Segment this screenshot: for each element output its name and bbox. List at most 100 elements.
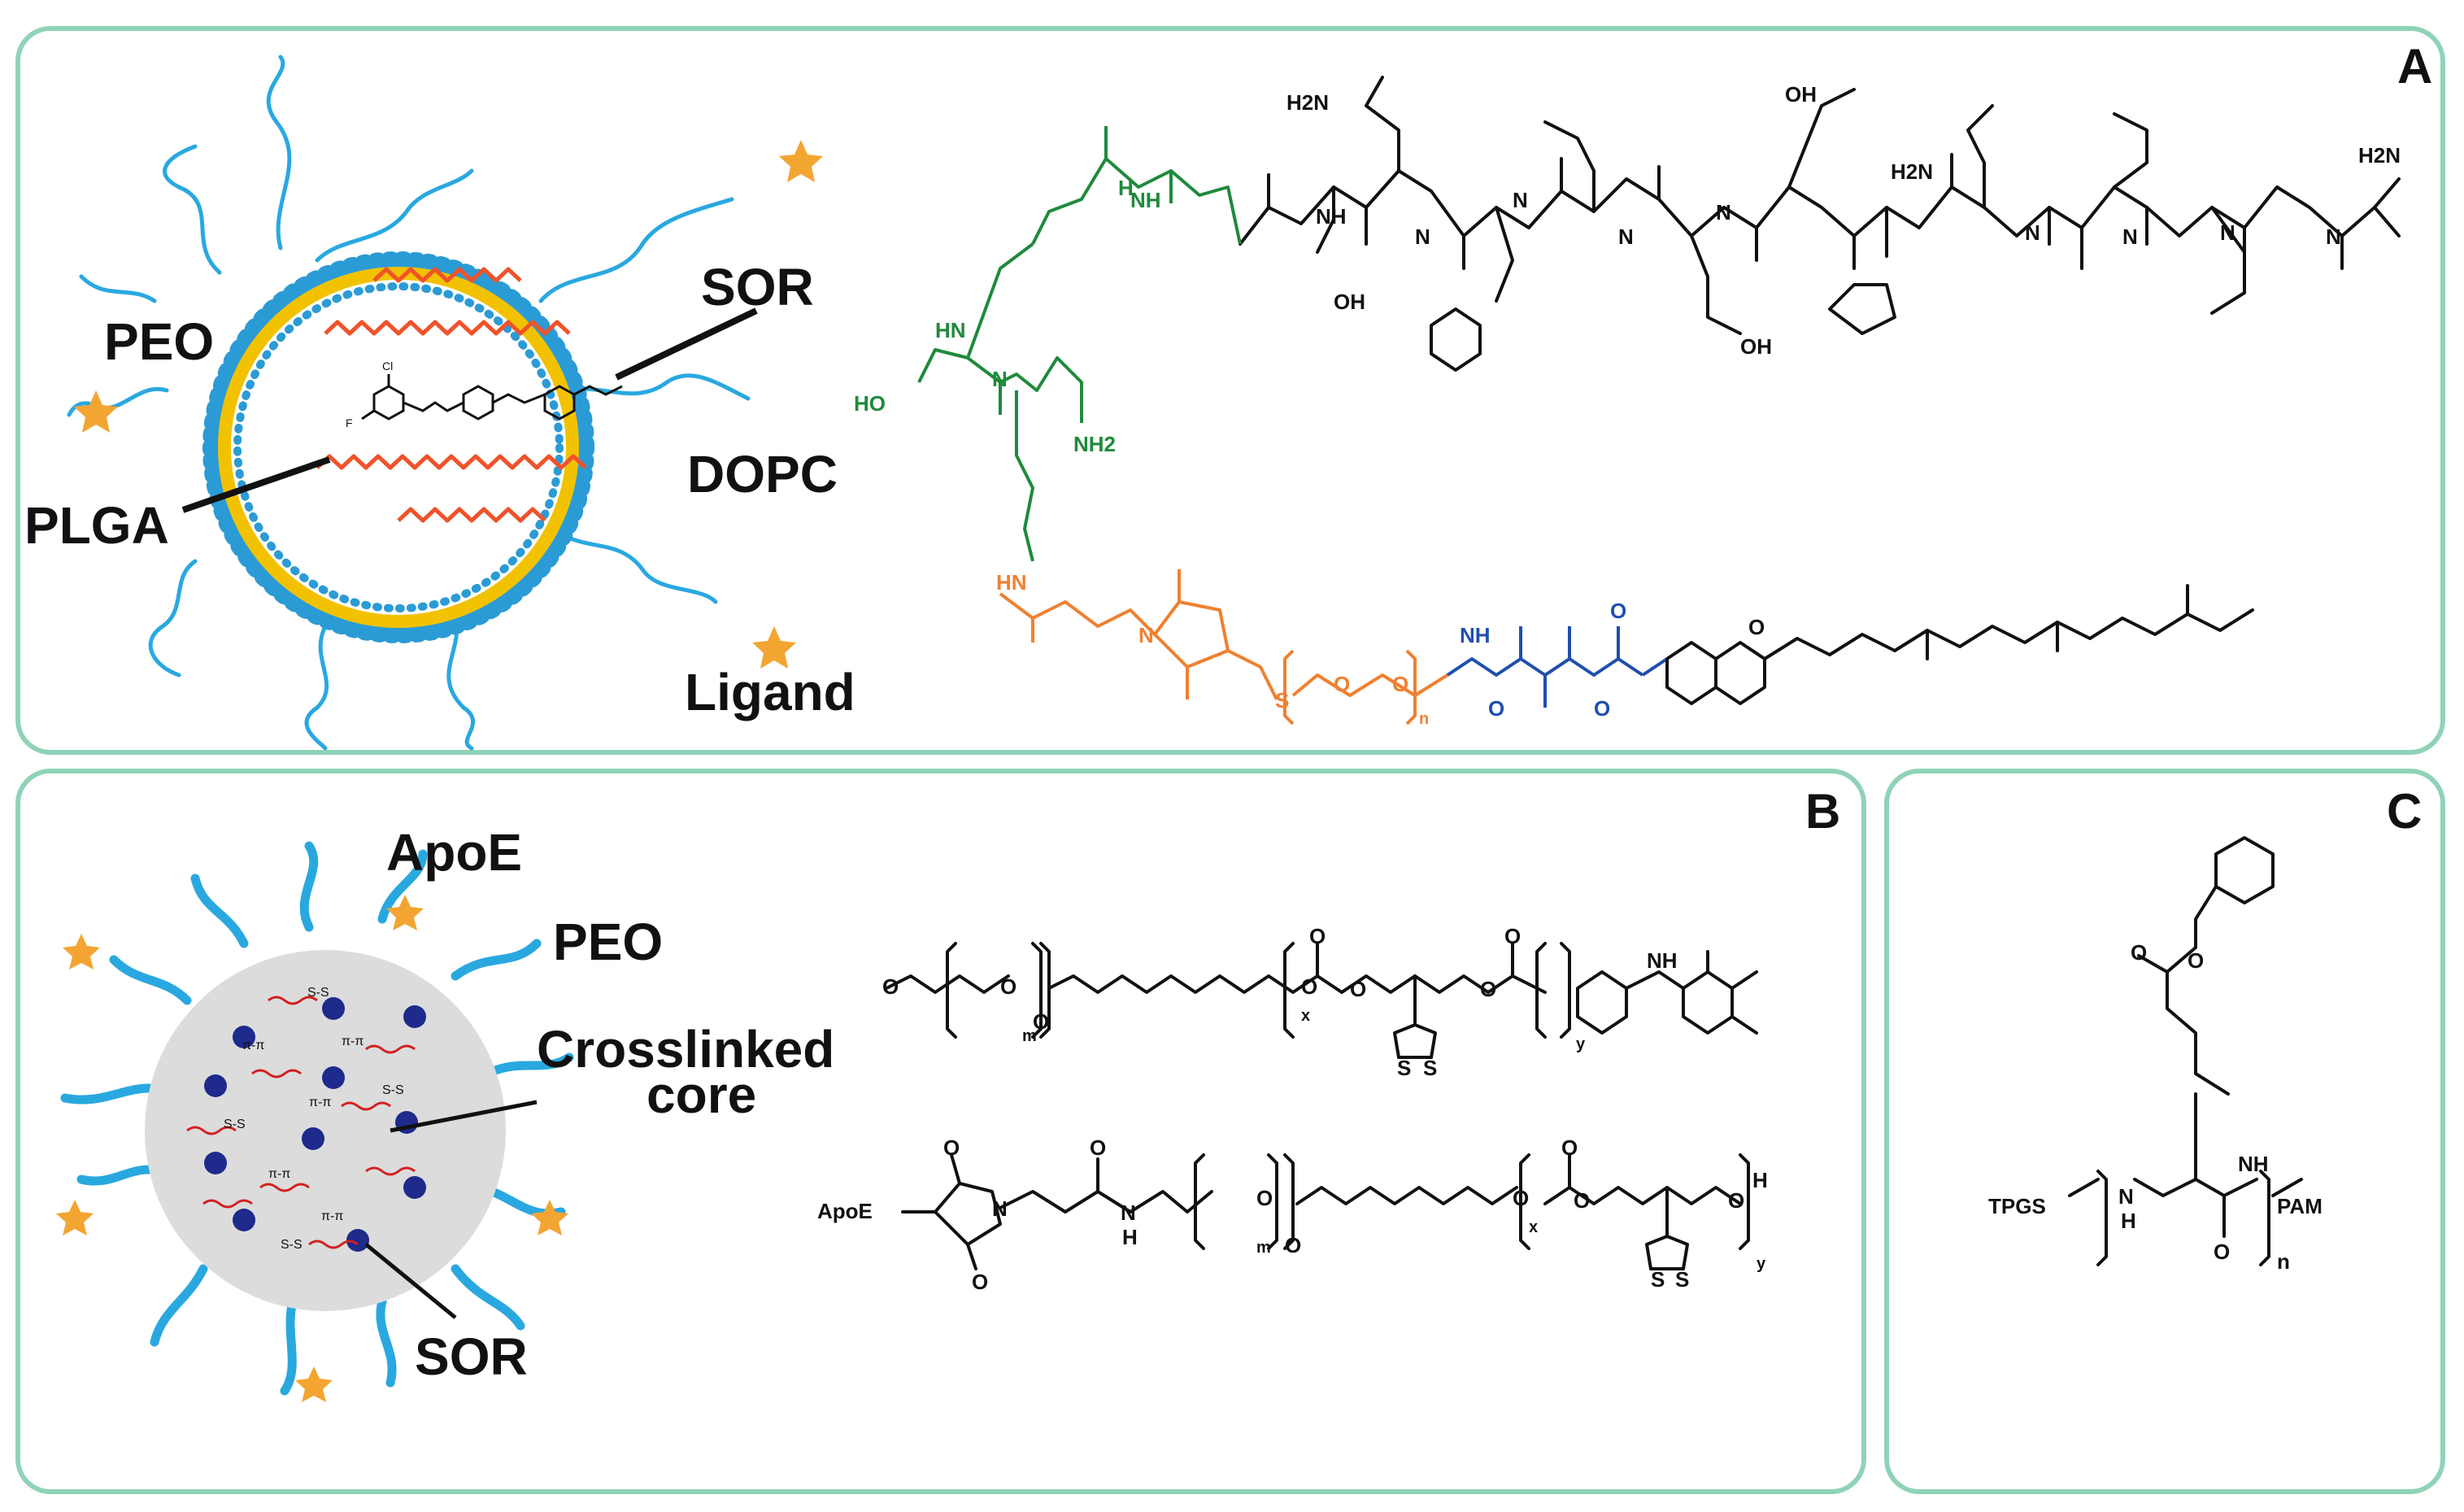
ligand-star-icon bbox=[779, 140, 823, 182]
chem-label: N bbox=[2326, 224, 2341, 249]
panel-c-polymer: O O O TPGS N H NH PAM n bbox=[1988, 836, 2323, 1274]
chem-label: N bbox=[2122, 224, 2138, 249]
chem-label: O bbox=[1574, 1188, 1590, 1213]
chem-label: HN bbox=[996, 570, 1027, 595]
chem-label: S bbox=[1275, 688, 1289, 712]
chem-label: NH bbox=[2238, 1152, 2269, 1176]
chem-label: O bbox=[2131, 940, 2147, 965]
sor-atom-label: Cl bbox=[382, 359, 393, 373]
core-strands bbox=[186, 996, 416, 1249]
panel-a-peptide-structure: H2N OH OH H2N H2N OH NH N N N N N N N N … bbox=[854, 76, 2401, 728]
chem-label: N bbox=[1716, 200, 1731, 224]
chem-label: O bbox=[943, 1135, 960, 1160]
panel-b-frame bbox=[15, 769, 1866, 1494]
sor-leader-line-b bbox=[364, 1243, 457, 1319]
panel-b-polymer-2: ApoE O O N O N H O m O O x O O O H y S S bbox=[817, 1135, 1768, 1294]
label-apoe: ApoE bbox=[386, 823, 522, 882]
sorafenib-structure bbox=[361, 374, 623, 420]
chem-label: HO bbox=[854, 391, 886, 416]
core-pipi-label: π-π bbox=[342, 1035, 364, 1048]
chem-label: H bbox=[1118, 176, 1134, 200]
chem-label: m bbox=[1256, 1239, 1271, 1257]
chem-label: H bbox=[2121, 1209, 2136, 1233]
sor-atom-label: F bbox=[346, 416, 353, 429]
chem-label: O bbox=[1350, 977, 1366, 1001]
panel-a-letter: A bbox=[2397, 39, 2432, 94]
plga-chains bbox=[316, 267, 587, 523]
chem-label: O bbox=[1610, 599, 1626, 623]
chem-label: y bbox=[1576, 1035, 1586, 1053]
ligand-star-icon bbox=[752, 626, 796, 669]
chem-label: N bbox=[992, 1196, 1008, 1221]
chem-label: n bbox=[1419, 710, 1429, 728]
chem-label: H2N bbox=[1286, 90, 1329, 115]
chem-label: O bbox=[1513, 1186, 1529, 1210]
chem-label: N bbox=[2025, 220, 2040, 245]
chem-label: OH bbox=[1740, 334, 1772, 359]
drug-dots bbox=[204, 997, 426, 1252]
panel-b-polymer-1: O O O m O x O O O O S S y NH bbox=[882, 924, 1758, 1080]
chem-label: O bbox=[972, 1270, 988, 1294]
ligand-stars-a bbox=[74, 140, 823, 669]
chem-label: O bbox=[1301, 974, 1317, 999]
chem-label: O bbox=[1309, 924, 1326, 948]
dopc-bilayer-lipid bbox=[218, 267, 579, 628]
chem-label: O bbox=[2214, 1240, 2230, 1264]
peo-chains-b bbox=[60, 841, 574, 1396]
chem-label: O bbox=[1090, 1135, 1106, 1160]
core-pipi-label: π-π bbox=[268, 1167, 290, 1181]
label-plga: PLGA bbox=[24, 496, 169, 555]
label-crosslinked: Crosslinked bbox=[537, 1020, 834, 1078]
chem-label: N bbox=[1618, 224, 1634, 249]
chem-label: y bbox=[1757, 1255, 1766, 1273]
chem-label: TPGS bbox=[1988, 1194, 2046, 1218]
core-pipi-label: π-π bbox=[242, 1039, 264, 1052]
chem-label: n bbox=[2277, 1249, 2290, 1274]
chem-label: N bbox=[1513, 188, 1528, 212]
chem-label: NH bbox=[1460, 623, 1491, 647]
chem-label: O bbox=[1561, 1135, 1578, 1160]
chem-label: O bbox=[1488, 696, 1504, 721]
plga-leader-line bbox=[181, 456, 331, 513]
chem-label: S bbox=[1651, 1267, 1665, 1292]
chem-label: OH bbox=[1334, 290, 1365, 314]
chem-label: NH bbox=[1647, 948, 1678, 973]
chem-label: S bbox=[1423, 1056, 1437, 1080]
label-ligand: Ligand bbox=[685, 663, 855, 721]
chem-label: H bbox=[1752, 1168, 1768, 1192]
core-leader-line bbox=[390, 1100, 538, 1133]
ligand-stars-b bbox=[56, 895, 568, 1402]
chem-label: S bbox=[1397, 1056, 1411, 1080]
ligand-star-icon bbox=[63, 934, 100, 970]
chem-label: O bbox=[1504, 924, 1521, 948]
ligand-star-icon bbox=[295, 1366, 333, 1402]
ligand-star-icon bbox=[56, 1200, 94, 1235]
chem-label: H bbox=[1122, 1225, 1138, 1249]
chem-label: HN bbox=[935, 318, 966, 342]
chem-label: O bbox=[1748, 615, 1765, 639]
core-ss-label: S-S bbox=[382, 1083, 404, 1097]
chem-label: ApoE bbox=[817, 1199, 873, 1223]
chem-label: O bbox=[1033, 1009, 1049, 1034]
chem-label: H2N bbox=[1891, 159, 1933, 184]
label-sor-b: SOR bbox=[415, 1327, 528, 1386]
panel-b-micelle: S-S π-π π-π S-S π-π S-S π-π π-π S-S bbox=[56, 841, 574, 1402]
chem-label: N bbox=[1415, 224, 1430, 249]
nanoparticle-core bbox=[246, 294, 551, 600]
chem-label: N bbox=[2220, 220, 2235, 245]
label-peo-a: PEO bbox=[104, 312, 214, 371]
ligand-star-icon bbox=[531, 1200, 568, 1235]
core-pipi-label: π-π bbox=[309, 1096, 331, 1109]
chem-label: N bbox=[2118, 1184, 2134, 1209]
panel-c-letter: C bbox=[2387, 784, 2422, 839]
label-sor-a: SOR bbox=[701, 258, 814, 316]
label-peo-b: PEO bbox=[553, 913, 663, 971]
chem-label: NH bbox=[1130, 188, 1161, 212]
chem-label: PAM bbox=[2277, 1194, 2323, 1218]
chem-label: O bbox=[1285, 1233, 1301, 1257]
ligand-star-icon bbox=[74, 390, 118, 433]
label-core: core bbox=[646, 1065, 756, 1124]
chem-label: O bbox=[1000, 974, 1017, 999]
core-ss-label: S-S bbox=[224, 1118, 246, 1131]
chem-label: O bbox=[1480, 977, 1496, 1001]
